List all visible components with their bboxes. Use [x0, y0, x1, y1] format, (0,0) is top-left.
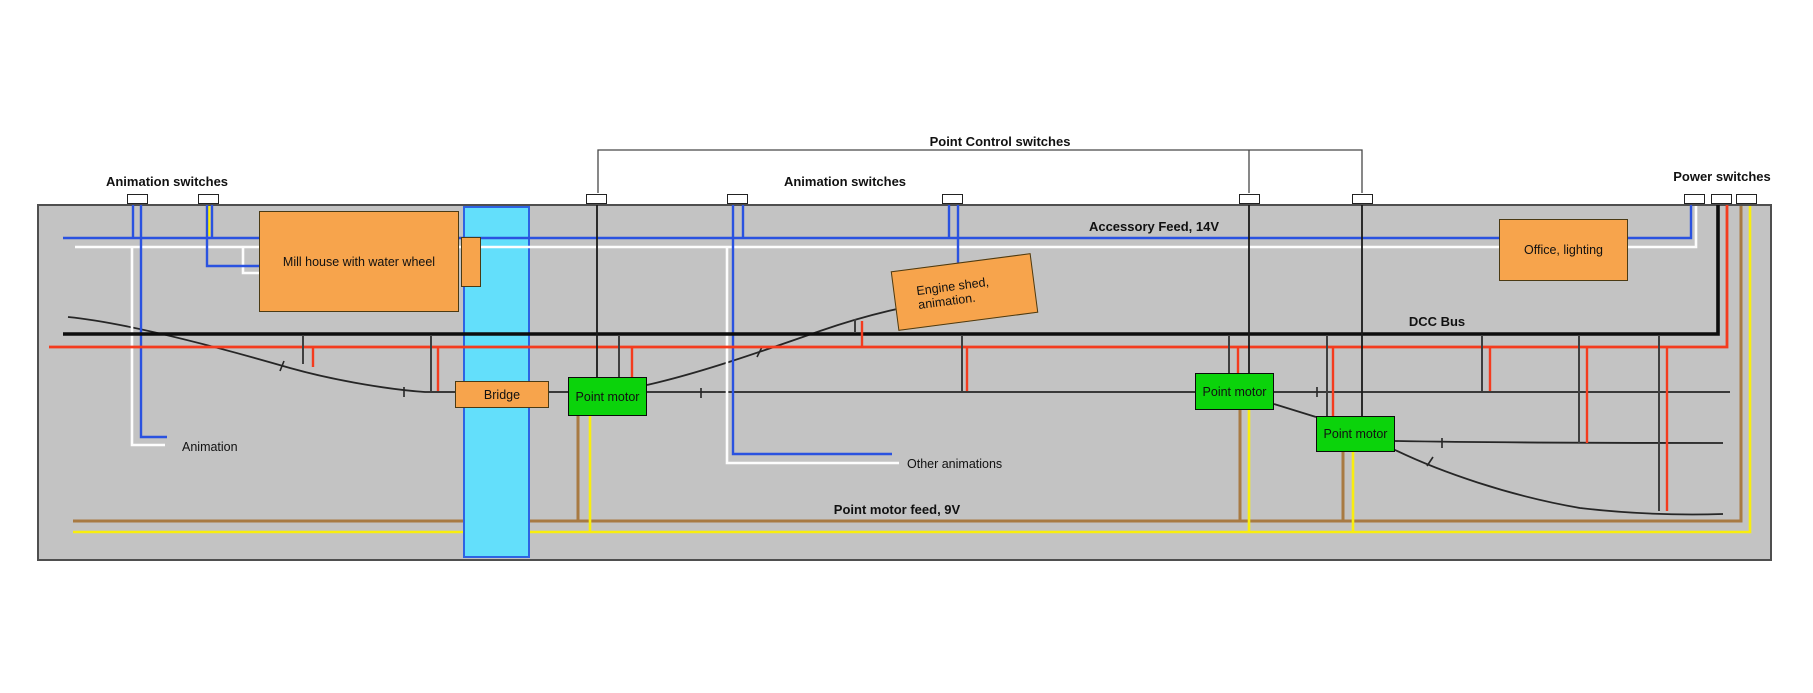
- animation-switch-4[interactable]: [942, 194, 963, 204]
- animation-switch-3[interactable]: [727, 194, 748, 204]
- point-control-bracket: [597, 149, 1363, 193]
- office-box: Office, lighting: [1499, 219, 1628, 281]
- mill-house-box: Mill house with water wheel: [259, 211, 459, 312]
- point-motor-2-box: Point motor: [1195, 373, 1274, 410]
- point-motor-2-label: Point motor: [1202, 384, 1267, 399]
- animation-switch-1[interactable]: [127, 194, 148, 204]
- point-control-switches-label: Point Control switches: [929, 134, 1071, 149]
- office-label: Office, lighting: [1524, 243, 1603, 257]
- other-animations-label: Other animations: [907, 457, 1003, 471]
- point-motor-3-label: Point motor: [1323, 427, 1388, 441]
- animation-switch-2[interactable]: [198, 194, 219, 204]
- power-switch-3[interactable]: [1736, 194, 1757, 204]
- point-control-switch-2[interactable]: [1239, 194, 1260, 204]
- point-motor-1-label: Point motor: [575, 389, 640, 404]
- animation-switches-left-label: Animation switches: [105, 174, 229, 189]
- power-switches-label: Power switches: [1673, 169, 1771, 184]
- dcc-bus-label: DCC Bus: [1408, 314, 1466, 329]
- point-control-switch-3[interactable]: [1352, 194, 1373, 204]
- bridge-label: Bridge: [483, 387, 521, 402]
- water-wheel-box: [461, 237, 481, 287]
- mill-house-label: Mill house with water wheel: [282, 254, 436, 269]
- bridge-box: Bridge: [455, 381, 549, 408]
- power-switch-1[interactable]: [1684, 194, 1705, 204]
- animation-label: Animation: [182, 440, 238, 454]
- point-motor-3-box: Point motor: [1316, 416, 1395, 452]
- point-motor-1-box: Point motor: [568, 377, 647, 416]
- power-switch-2[interactable]: [1711, 194, 1732, 204]
- accessory-feed-label: Accessory Feed, 14V: [1088, 219, 1220, 234]
- point-motor-feed-label: Point motor feed, 9V: [833, 502, 961, 517]
- animation-switches-middle-label: Animation switches: [783, 174, 907, 189]
- point-control-switch-1[interactable]: [586, 194, 607, 204]
